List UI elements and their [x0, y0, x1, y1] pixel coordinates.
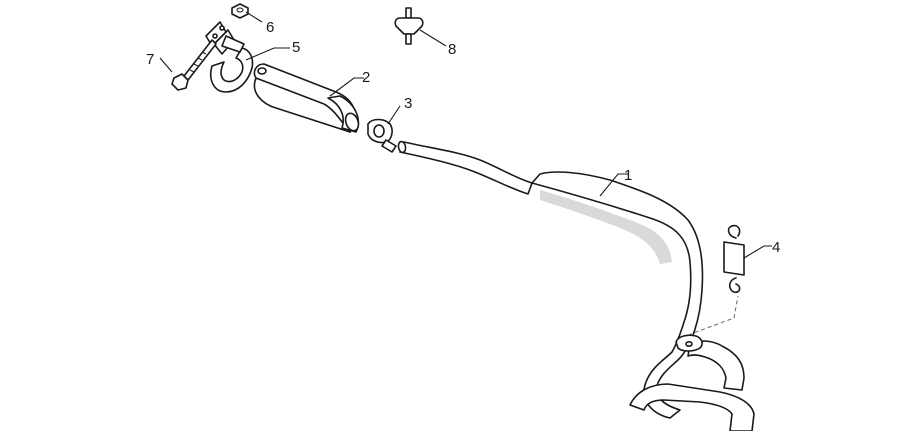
nut [231, 3, 249, 19]
leader-3 [387, 105, 401, 125]
leader-7 [159, 57, 173, 73]
callout-2: 2 [362, 69, 370, 86]
rubber-mount [394, 7, 424, 45]
bolt [171, 39, 217, 91]
leader-5 [245, 47, 290, 61]
leader-8 [419, 29, 447, 47]
leader-1 [599, 173, 628, 197]
callout-6: 6 [266, 19, 274, 36]
callout-8: 8 [448, 41, 456, 58]
callout-1: 1 [624, 167, 632, 184]
leader-4 [743, 245, 772, 259]
callout-7: 7 [146, 51, 154, 68]
callout-5: 5 [292, 39, 300, 56]
connector-clamp [367, 118, 397, 153]
leader-2 [329, 77, 364, 97]
strap-clamp [205, 21, 254, 93]
callout-4: 4 [772, 239, 780, 256]
spring [723, 224, 745, 294]
leader-6 [245, 11, 263, 23]
callout-3: 3 [404, 95, 412, 112]
exhaust-pipe [397, 140, 755, 431]
silencer [253, 63, 360, 133]
